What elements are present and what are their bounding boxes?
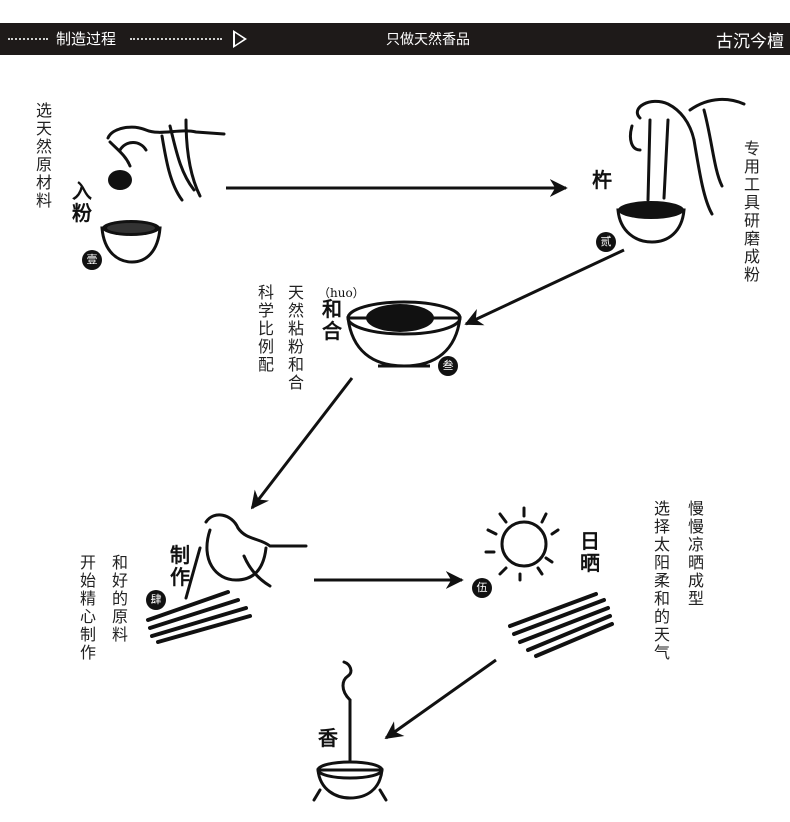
step1-number-badge: 壹 xyxy=(82,250,102,270)
sun-icon xyxy=(484,506,560,582)
header-bar: 制造过程 只做天然香品 古沉今檀 xyxy=(0,23,790,55)
step3-caption-a: 天然粘粉和合 xyxy=(285,284,304,392)
step4-caption-a: 和好的原料 xyxy=(109,554,128,644)
step2-number-badge: 贰 xyxy=(596,232,616,252)
step2-label: 杵 xyxy=(592,168,612,192)
hand-rolling-icon xyxy=(184,513,308,600)
header-center-title: 只做天然香品 xyxy=(386,32,470,48)
arrow-icon xyxy=(464,248,625,326)
arrow-icon xyxy=(250,377,354,510)
bowl-icon xyxy=(100,220,162,264)
incense-sticks-icon xyxy=(146,590,252,644)
powder-bowl-icon xyxy=(616,201,686,244)
hand-icon xyxy=(106,118,226,202)
step5-number-badge: 伍 xyxy=(472,578,492,598)
step4-label: 制作 xyxy=(170,543,190,589)
step3-caption-b: 科学比例配 xyxy=(255,284,274,374)
step5-label: 日晒 xyxy=(580,529,600,575)
arrow-icon xyxy=(384,658,497,740)
step1-label: 入粉 xyxy=(72,179,92,225)
pestle-icon xyxy=(628,98,746,216)
drying-sticks-icon xyxy=(508,592,614,658)
step3-number-badge: 叁 xyxy=(438,356,458,376)
dotted-leader-right xyxy=(130,38,222,40)
header-left-title: 制造过程 xyxy=(56,30,117,48)
step2-caption: 专用工具研磨成粉 xyxy=(741,140,760,284)
header-right-title: 古沉今檀 xyxy=(716,32,784,52)
step1-caption: 选天然原材料 xyxy=(33,102,52,210)
dotted-leader-left xyxy=(8,38,48,40)
step3-label: 和合 xyxy=(322,297,342,343)
step4-number-badge: 肆 xyxy=(146,590,166,610)
step6-label: 香 xyxy=(318,726,338,750)
mixing-bowl-icon xyxy=(346,300,462,368)
powder-lump-icon xyxy=(108,170,132,190)
incense-burner-icon xyxy=(312,660,388,802)
step5-caption-b: 选择太阳柔和的天气 xyxy=(651,500,670,662)
step3-pinyin: （huo） xyxy=(318,286,365,300)
step4-caption-b: 开始精心制作 xyxy=(77,554,96,662)
step5-caption-a: 慢慢凉晒成型 xyxy=(685,500,704,608)
play-icon xyxy=(233,30,247,48)
